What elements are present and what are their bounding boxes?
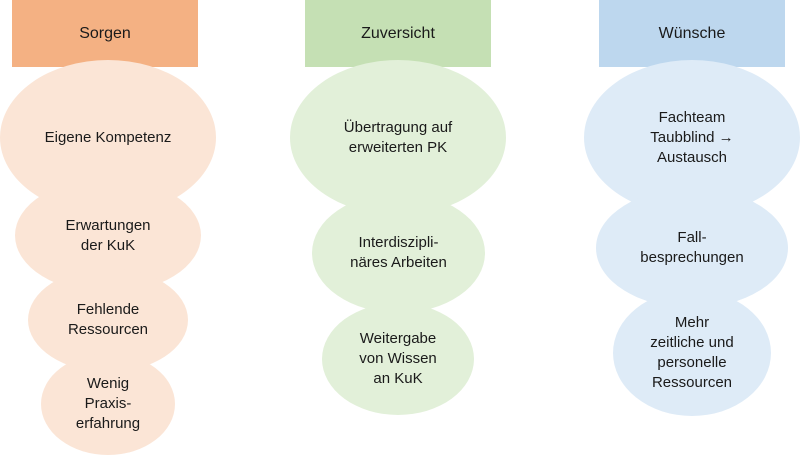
header-sorgen: Sorgen xyxy=(12,0,198,67)
bubble-fallbesprechungen: Fall- besprechungen xyxy=(596,188,788,308)
bubble-weitergabe-von-wissen: Weitergabe von Wissen an KuK xyxy=(322,303,474,415)
header-zuversicht-label: Zuversicht xyxy=(361,24,435,42)
bubble-erwartungen-der-kuk: Erwartungen der KuK xyxy=(15,178,201,293)
bubble-uebertragung: Übertragung auf erweiterten PK xyxy=(290,60,506,215)
bubble-wenig-praxiserfahrung: Wenig Praxis- erfahrung xyxy=(41,353,175,455)
header-wuensche: Wünsche xyxy=(599,0,785,67)
header-zuversicht: Zuversicht xyxy=(305,0,491,67)
header-sorgen-label: Sorgen xyxy=(79,24,131,42)
header-wuensche-label: Wünsche xyxy=(658,24,726,42)
bubble-mehr-ressourcen: Mehr zeitliche und personelle Ressourcen xyxy=(613,290,771,416)
bubble-fachteam-taubblind: Fachteam Taubblind → Austausch xyxy=(584,60,800,215)
bubble-interdisziplinaeres-arbeiten: Interdiszipli- näres Arbeiten xyxy=(312,193,485,313)
